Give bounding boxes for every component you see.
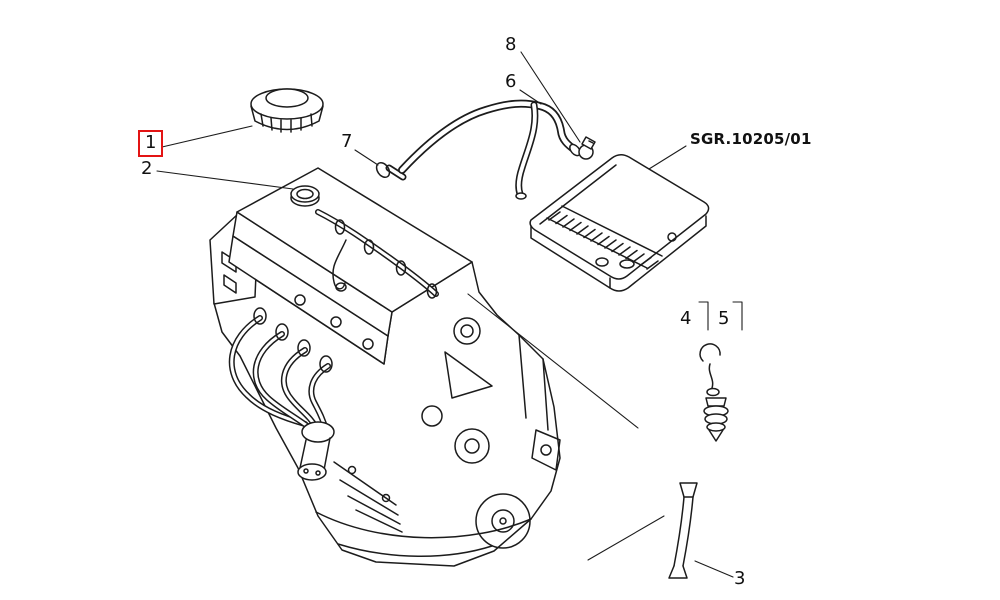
oil-filler-cap[interactable]	[250, 88, 324, 133]
callout-2-label: 2	[141, 158, 153, 179]
dipstick-tube[interactable]	[668, 482, 698, 579]
callout-5-label: 5	[718, 308, 730, 329]
callout-4[interactable]: 4	[680, 310, 691, 328]
breather-hose[interactable]	[398, 99, 582, 200]
breather-pipe	[315, 209, 439, 299]
air-cleaner-cover[interactable]	[529, 154, 710, 292]
callout-2[interactable]: 2	[141, 160, 152, 178]
callout-3-label: 3	[734, 568, 746, 589]
callout-6-label: 6	[505, 71, 517, 92]
callout-8-label: 8	[505, 34, 517, 55]
exhaust-manifold	[228, 307, 335, 481]
assembly-code-text: SGR.10205/01	[690, 130, 812, 148]
callout-1[interactable]: 1	[138, 130, 164, 157]
callout-7-label: 7	[341, 131, 353, 152]
leader-lines	[156, 51, 743, 578]
hose-fitting-clamp-7[interactable]	[374, 160, 407, 181]
callout-3[interactable]: 3	[734, 570, 745, 588]
callout-7[interactable]: 7	[341, 133, 352, 151]
callout-4-label: 4	[680, 308, 692, 329]
callout-8[interactable]: 8	[505, 36, 516, 54]
dipstick-grommet[interactable]	[703, 397, 729, 442]
hose-clamp-8[interactable]	[578, 136, 596, 160]
assembly-code-label[interactable]: SGR.10205/01	[690, 130, 812, 148]
callout-5[interactable]: 5	[718, 310, 729, 328]
callout-1-label: 1	[145, 132, 157, 153]
dipstick[interactable]	[699, 343, 721, 397]
callout-6[interactable]: 6	[505, 73, 516, 91]
